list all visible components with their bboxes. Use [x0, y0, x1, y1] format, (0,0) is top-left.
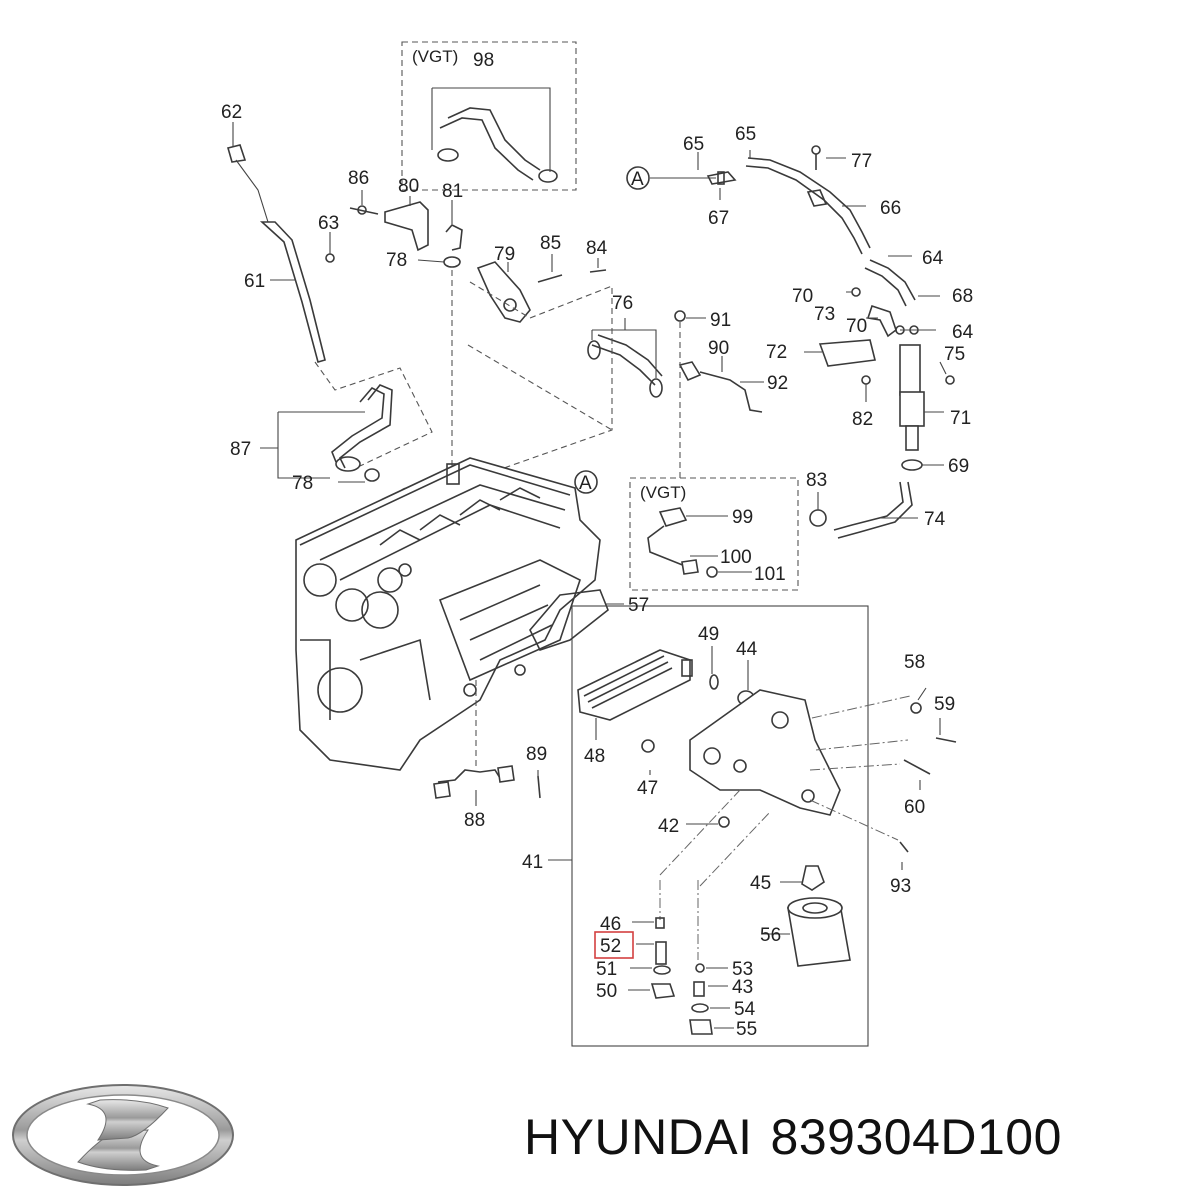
callout-label: 56: [760, 925, 781, 946]
callout-label: 73: [814, 304, 835, 325]
callout-label: 65: [735, 124, 756, 145]
callout-label: 44: [736, 639, 758, 660]
callout-label: 47: [637, 778, 658, 799]
callout-label: 46: [600, 914, 621, 935]
callout-label: 90: [708, 338, 729, 359]
callout-label: 53: [732, 959, 753, 980]
callout-label: 79: [494, 244, 515, 265]
callout-label: 88: [464, 810, 485, 831]
callout-label: 43: [732, 977, 753, 998]
hose-pipe-assembly-part: A: [626, 145, 940, 307]
gasket-part: [529, 589, 609, 651]
callout-labels: 98 62 86 80 81 63 78 79 85 84 61 65 65 7…: [221, 50, 974, 1040]
circle-marker-a-top: A: [631, 169, 644, 190]
callout-label: 92: [767, 373, 788, 394]
coolant-hose-part: [587, 318, 663, 398]
circle-marker-a-engine: A: [579, 473, 592, 494]
callout-label: 70: [792, 286, 813, 307]
callout-label: 80: [398, 176, 419, 197]
oil-pressure-sensor-part: [433, 680, 541, 806]
callout-label: 55: [736, 1019, 757, 1040]
callout-label: 72: [766, 342, 787, 363]
callout-label: 64: [922, 248, 944, 269]
callout-label: 76: [612, 293, 633, 314]
callout-label: 60: [904, 797, 925, 818]
callout-label: 63: [318, 213, 339, 234]
oil-filter-housing-part: [641, 687, 957, 887]
callout-label: 89: [526, 744, 547, 765]
callout-label highlighted-callout-52: 52: [600, 936, 621, 957]
callout-label: 62: [221, 102, 242, 123]
callout-label: 87: [230, 439, 251, 460]
callout-label: 48: [584, 746, 605, 767]
callout-label: 50: [596, 981, 617, 1002]
breather-hose-part: [260, 384, 417, 501]
callout-label: 100: [720, 547, 752, 568]
callout-label: 65: [683, 134, 704, 155]
part-number: 839304D100: [770, 1109, 1062, 1165]
fuel-filter-part: [804, 287, 955, 471]
callout-label: 71: [950, 408, 971, 429]
vgt-label-top: (VGT): [412, 47, 458, 66]
callout-label: 51: [596, 959, 617, 980]
callout-label: 85: [540, 233, 561, 254]
drain-plug-set-part: [628, 880, 734, 1035]
coolant-fitting-part: [469, 254, 613, 323]
brand-name: HYUNDAI: [524, 1109, 753, 1165]
callout-label: 83: [806, 470, 827, 491]
callout-label: 42: [658, 816, 679, 837]
callout-label: 61: [244, 271, 265, 292]
engine-bracket-part: [349, 190, 429, 252]
callout-label: 101: [754, 564, 786, 585]
callout-label: 78: [386, 250, 407, 271]
vgt-sensor-part: [647, 507, 752, 578]
return-hose-part: [809, 481, 918, 539]
callout-label: 74: [924, 509, 946, 530]
callout-label: 49: [698, 624, 719, 645]
callout-label: 59: [934, 694, 955, 715]
callout-label: 66: [880, 198, 901, 219]
callout-label: 68: [952, 286, 973, 307]
vgt-label-mid: (VGT): [640, 483, 686, 502]
vgt-group-box-mid: [629, 477, 799, 591]
callout-label: 78: [292, 473, 313, 494]
oil-cooler-part: [577, 646, 755, 740]
callout-label: 81: [442, 181, 463, 202]
callout-label: 99: [732, 507, 753, 528]
callout-label: 93: [890, 876, 911, 897]
brand-caption: HYUNDAI 839304D100: [524, 1108, 1080, 1166]
vent-hose-part: [417, 200, 463, 470]
callout-label: 69: [948, 456, 969, 477]
callout-label: 70: [846, 316, 867, 337]
oil-filter-part: [762, 865, 851, 967]
callout-label: 58: [904, 652, 925, 673]
callout-label: 86: [348, 168, 369, 189]
callout-label: 41: [522, 852, 543, 873]
callout-label: 98: [473, 50, 494, 71]
temperature-sensor-part: [674, 310, 764, 478]
vgt-group-box-top: [401, 41, 577, 191]
callout-label: 91: [710, 310, 731, 331]
callout-label: 84: [586, 238, 608, 259]
callout-label: 54: [734, 999, 756, 1020]
callout-label: 57: [628, 595, 649, 616]
callout-label: 67: [708, 208, 729, 229]
callout-label: 64: [952, 322, 974, 343]
turbo-hose-part: [431, 87, 558, 183]
hyundai-logo-icon: [12, 1084, 234, 1186]
callout-label: 75: [944, 344, 965, 365]
callout-label: 77: [851, 151, 872, 172]
callout-label: 45: [750, 873, 771, 894]
engine-block-part: [295, 457, 601, 771]
highlight-box-52: [594, 931, 634, 959]
callout-label: 82: [852, 409, 873, 430]
oil-dipstick-part: [227, 122, 335, 363]
